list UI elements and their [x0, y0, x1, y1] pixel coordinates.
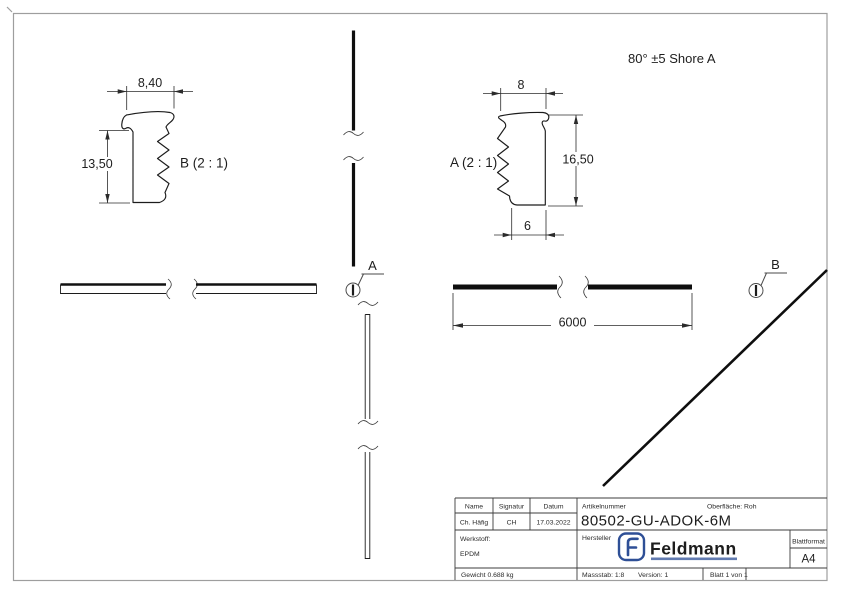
- dim-label-bg: [551, 314, 594, 329]
- logo-f-glyph-icon: [626, 537, 639, 557]
- detail-circle-icon: [345, 282, 361, 298]
- break-mark: [357, 445, 379, 450]
- detail-b-title: B (2 : 1): [180, 156, 228, 171]
- arrowhead: [453, 323, 463, 328]
- leader-line: [760, 272, 767, 286]
- detail-b-view: 8,40 13,50 B (2 : 1): [80, 76, 228, 204]
- arrowhead: [502, 232, 512, 238]
- werkstoff-label: Werkstoff:: [460, 536, 490, 543]
- detail-callout-a: A: [345, 258, 384, 298]
- datum-header: Datum: [543, 504, 563, 511]
- signatur-header: Signatur: [499, 504, 525, 511]
- dim-a-width-bottom-label: 6: [524, 219, 531, 233]
- break-mark: [343, 156, 364, 161]
- profile-outline: [364, 314, 371, 419]
- break-mark: [166, 278, 172, 300]
- dim-b-width-label: 8,40: [138, 76, 162, 90]
- arrowhead: [573, 197, 579, 206]
- datum-value: 17.03.2022: [536, 520, 570, 527]
- arrowhead: [546, 232, 555, 238]
- edge-view-top: [343, 30, 364, 267]
- version-value: Version: 1: [638, 572, 668, 579]
- dim-b-width: 8,40: [107, 76, 193, 110]
- side-view-left: [60, 278, 317, 300]
- dim-b-height-label: 13,50: [81, 157, 112, 171]
- front-view-lower: [357, 301, 379, 559]
- arrowhead: [174, 89, 183, 94]
- hardness-note: 80° ±5 Shore A: [628, 51, 716, 66]
- signatur-value: CH: [507, 520, 517, 527]
- detail-marker-b-label: B: [771, 257, 780, 272]
- arrowhead: [491, 91, 501, 96]
- blattformat-value: A4: [801, 554, 816, 566]
- arrowhead: [573, 115, 579, 124]
- massstab-value: Massstab: 1:8: [582, 572, 625, 579]
- detail-callout-b: B: [748, 257, 787, 298]
- detail-marker-a-label: A: [368, 258, 377, 273]
- arrowhead: [105, 194, 110, 203]
- name-value: Ch. Häfig: [460, 520, 489, 527]
- arrowhead: [105, 130, 110, 140]
- blatt-value: Blatt 1 von 1: [710, 572, 748, 579]
- dim-label-bg: [80, 157, 115, 171]
- title-block: Name Signatur Datum Ch. Häfig CH 17.03.2…: [454, 497, 827, 580]
- detail-a-view: 8 16,50 6 A (2 : 1): [450, 78, 596, 240]
- dim-a-height: 16,50: [548, 114, 596, 207]
- hersteller-label: Hersteller: [582, 535, 612, 542]
- feldmann-logo: Feldmann: [617, 532, 737, 562]
- isometric-profile-line: [602, 269, 828, 487]
- werkstoff-value: EPDM: [460, 551, 480, 558]
- profile-a-outline: [496, 111, 550, 206]
- corner-trim-mark: [6, 6, 13, 13]
- dim-a-width-bottom: 6: [494, 208, 564, 240]
- break-mark: [357, 420, 379, 425]
- arrowhead: [546, 91, 555, 96]
- dim-label-bg: [560, 152, 596, 166]
- blattformat-label: Blattformat: [792, 539, 825, 546]
- artikelnummer-value: 80502-GU-ADOK-6M: [581, 513, 732, 530]
- detail-circle-icon: [748, 283, 764, 298]
- logo-tagline: [651, 557, 737, 561]
- arrowhead: [682, 323, 692, 328]
- break-mark: [357, 301, 379, 306]
- leader-line: [357, 273, 364, 286]
- oberflaeche-value: Oberfläche: Roh: [707, 504, 757, 511]
- dim-length-label: 6000: [559, 316, 587, 330]
- side-view-right: 6000: [452, 275, 693, 330]
- dim-b-height: 13,50: [80, 130, 130, 204]
- profile-outline: [196, 284, 317, 294]
- break-mark: [192, 278, 198, 300]
- break-mark: [343, 131, 364, 136]
- detail-a-title: A (2 : 1): [450, 155, 497, 170]
- arrowhead: [117, 89, 127, 94]
- logo-wordmark: Feldmann: [650, 539, 737, 559]
- profile-outline: [364, 452, 371, 559]
- dim-length-6000: 6000: [452, 293, 693, 330]
- drawing-frame: [12, 12, 828, 582]
- title-block-grid: [454, 497, 827, 580]
- gewicht-value: Gewicht 0.688 kg: [461, 572, 514, 579]
- dim-a-width-top: 8: [483, 78, 563, 111]
- name-header: Name: [465, 504, 483, 511]
- profile-outline: [60, 284, 166, 294]
- break-mark: [583, 275, 589, 299]
- dim-a-width-top-label: 8: [518, 78, 525, 92]
- dim-a-height-label: 16,50: [562, 153, 593, 167]
- profile-b-outline: [121, 111, 175, 204]
- artikelnummer-label: Artikelnummer: [582, 504, 627, 511]
- break-mark: [557, 275, 563, 299]
